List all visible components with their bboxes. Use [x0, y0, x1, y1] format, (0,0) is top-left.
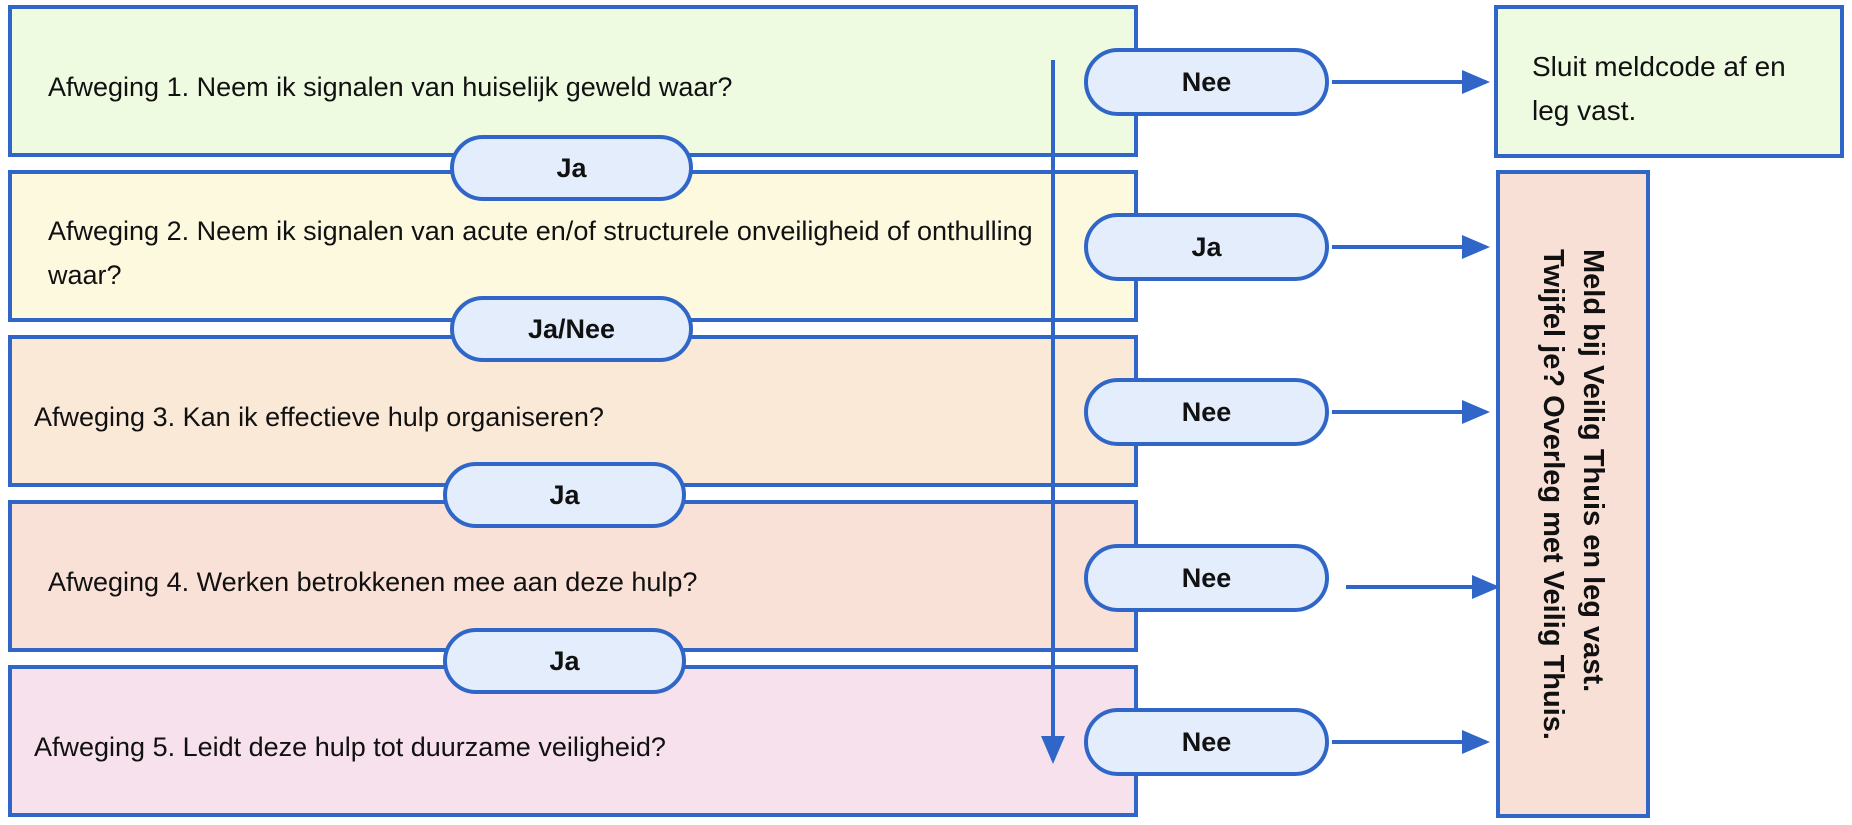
- step-1-text: Afweging 1. Neem ik signalen van huiseli…: [48, 72, 733, 102]
- outcome-close-text: Sluit meldcode af en leg vast.: [1532, 51, 1786, 126]
- connector-pill-2: Ja/Nee: [450, 296, 693, 362]
- connector-pill-4: Ja: [443, 628, 686, 694]
- answer-pill-1: Nee: [1084, 48, 1329, 116]
- step-5-text: Afweging 5. Leidt deze hulp tot duurzame…: [34, 732, 666, 762]
- outcome-close-box: Sluit meldcode af en leg vast.: [1494, 5, 1844, 158]
- outcome-report-wrap: Meld bij Veilig Thuis en leg vast. Twijf…: [1500, 174, 1646, 814]
- step-1-box: Afweging 1. Neem ik signalen van huiseli…: [8, 5, 1138, 157]
- answer-pill-5: Nee: [1084, 708, 1329, 776]
- answer-pill-2: Ja: [1084, 213, 1329, 281]
- answer-pill-4: Nee: [1084, 544, 1329, 612]
- answer-pill-3: Nee: [1084, 378, 1329, 446]
- outcome-report-box: Meld bij Veilig Thuis en leg vast. Twijf…: [1496, 170, 1650, 818]
- connector-pill-3: Ja: [443, 462, 686, 528]
- connector-pill-1: Ja: [450, 135, 693, 201]
- step-2-text: Afweging 2. Neem ik signalen van acute e…: [48, 216, 1033, 290]
- outcome-report-text: Meld bij Veilig Thuis en leg vast. Twijf…: [1537, 248, 1609, 740]
- step-4-text: Afweging 4. Werken betrokkenen mee aan d…: [48, 567, 698, 597]
- step-3-text: Afweging 3. Kan ik effectieve hulp organ…: [34, 402, 604, 432]
